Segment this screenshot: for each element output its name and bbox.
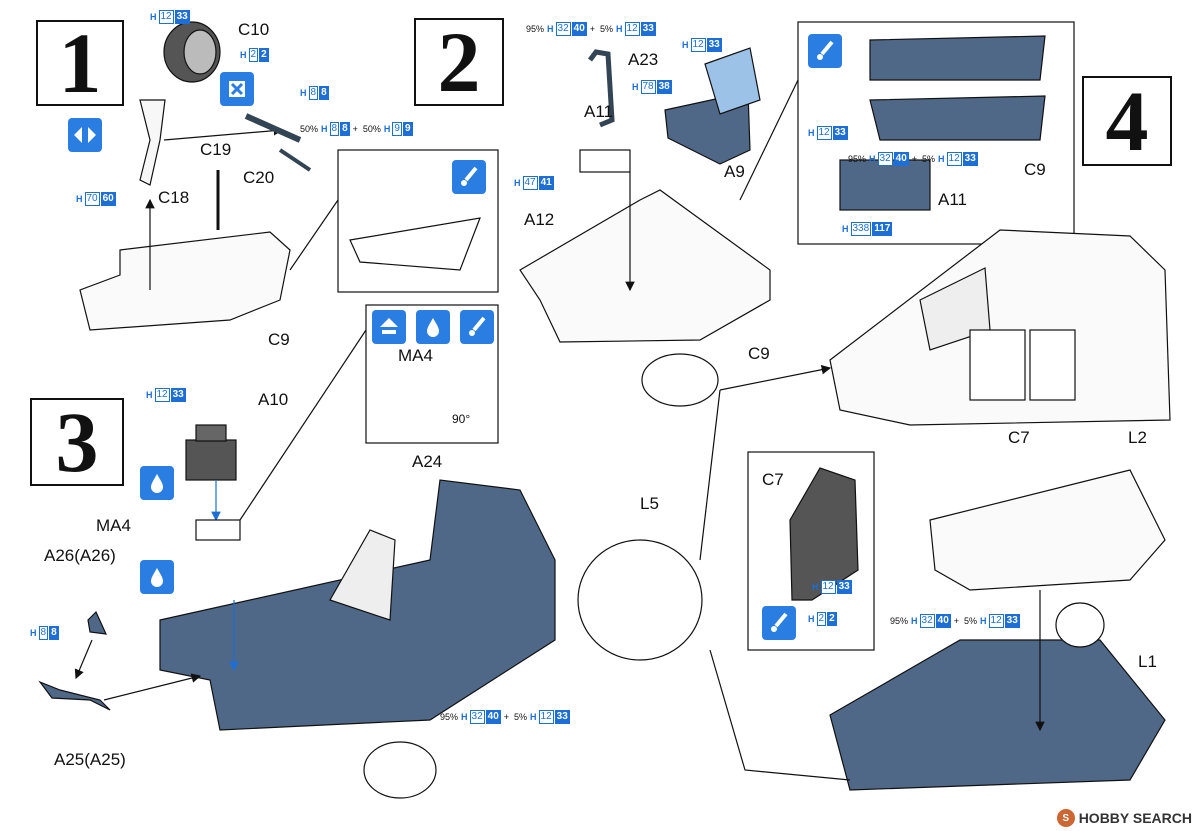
flip-over-icon	[68, 118, 102, 152]
watermark-text: HOBBY SEARCH	[1078, 810, 1192, 826]
step4-lower-hull-l1	[829, 639, 1166, 791]
label-c7: C7	[1008, 428, 1030, 447]
step1-cockpit-c9	[79, 231, 291, 331]
label-c20: C20	[243, 168, 275, 187]
step4-fuselage-l2	[829, 229, 1171, 426]
paint-icon	[452, 160, 486, 194]
watermark: S HOBBY SEARCH	[1056, 809, 1192, 827]
label-angle: 90°	[452, 412, 471, 426]
step-1-box: 1	[36, 20, 124, 106]
label-c9-step4: C9	[1024, 160, 1046, 179]
label-a11-step4: A11	[938, 190, 967, 209]
label-ma4-inset: MA4	[398, 346, 433, 365]
label-c9-step2: C9	[748, 344, 770, 363]
step3-a10	[185, 424, 237, 481]
hobby-search-logo-icon: S	[1056, 809, 1075, 827]
no-cement-icon	[220, 72, 254, 106]
step2-cockpit-c9	[519, 189, 771, 343]
paint-icon	[762, 606, 796, 640]
label-a24: A24	[412, 452, 443, 471]
label-l1: L1	[1138, 652, 1157, 671]
paint-icon	[460, 310, 494, 344]
label-c10: C10	[238, 20, 270, 39]
label-c9-step1: C9	[268, 330, 290, 349]
step1-wheel-c10	[163, 21, 221, 83]
flip-over-icon	[372, 310, 406, 344]
label-a10: A10	[258, 390, 289, 409]
step3-a25	[38, 680, 111, 711]
label-c18: C18	[158, 188, 190, 207]
step2-rod-a23	[588, 49, 615, 128]
glue-icon	[140, 466, 174, 500]
label-a26: A26(A26)	[44, 546, 116, 565]
step4-nose-l5	[577, 539, 703, 661]
glue-icon	[140, 560, 174, 594]
step1-strut-c18	[139, 99, 166, 186]
label-ma4: MA4	[96, 516, 131, 535]
label-a12: A12	[524, 210, 555, 229]
label-a23: A23	[628, 50, 659, 69]
step-2-box: 2	[414, 18, 504, 106]
label-a11-step2: A11	[584, 102, 613, 121]
paint-icon	[808, 34, 842, 68]
step-4-box: 4	[1082, 76, 1172, 166]
step4-cockpit	[929, 469, 1166, 591]
label-a9: A9	[724, 162, 745, 181]
label-c7-inset: C7	[762, 470, 784, 489]
label-a25: A25(A25)	[54, 750, 126, 769]
label-l2: L2	[1128, 428, 1147, 447]
label-l5: L5	[640, 494, 659, 513]
label-c19: C19	[200, 140, 232, 159]
step-3-box: 3	[30, 398, 124, 486]
glue-icon	[416, 310, 450, 344]
